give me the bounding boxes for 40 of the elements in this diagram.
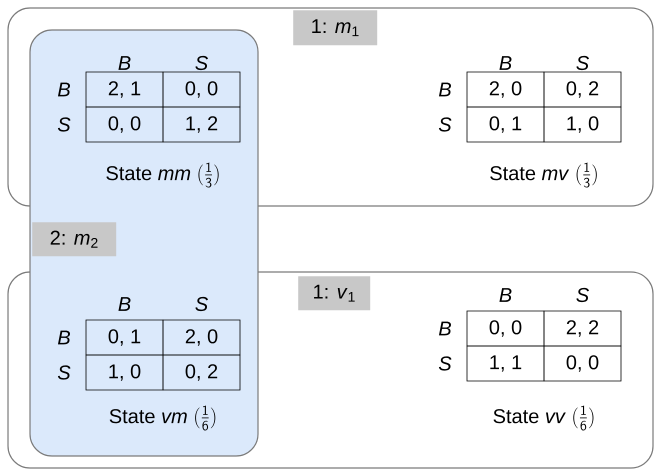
row-header: B	[58, 82, 70, 96]
state-caption: $\mbox{State \textit{vv} }(\tfrac{\mathsf{1}}{\mathsf{6}})$	[494, 405, 594, 431]
column-header: B	[499, 56, 512, 70]
column-header: B	[118, 297, 130, 311]
column-header: B	[499, 288, 512, 302]
column-header: S	[576, 56, 589, 70]
player-two-box	[29, 29, 259, 457]
row-header: S	[438, 356, 452, 371]
table-cell: 2, 2	[544, 310, 622, 346]
column-header: S	[195, 56, 208, 70]
table-cell: 0, 0	[466, 310, 544, 346]
table-cell: 1, 0	[86, 354, 164, 390]
table-cell: 1, 0	[544, 106, 622, 142]
heading-label: 1: v$_{1}$	[298, 276, 370, 310]
row-header: B	[58, 330, 70, 344]
row-header: S	[438, 117, 452, 132]
heading-label: 1: m$_{1}$	[293, 10, 378, 46]
table-cell: 0, 1	[466, 106, 544, 142]
row-header: B	[438, 82, 451, 96]
table-cell: 0, 2	[544, 72, 622, 108]
row-header: S	[58, 117, 70, 132]
state-caption: $\mbox{State \textit{vm} }(\tfrac{\mathsf{1}}{\mathsf{6}})$	[110, 405, 216, 431]
column-header: S	[576, 288, 589, 302]
row-header: S	[58, 365, 70, 380]
state-caption: $\mbox{State \textit{mv} }(\tfrac{\mathsf{1}}{\mathsf{3}})$	[490, 162, 597, 188]
table-cell: 0, 1	[86, 320, 164, 356]
table-cell: 1, 2	[162, 106, 240, 142]
table-cell: 2, 0	[466, 72, 544, 108]
column-header: S	[195, 296, 208, 312]
table-cell: 0, 0	[86, 106, 164, 142]
table-cell: 0, 0	[162, 72, 240, 108]
heading-label: 2: m$_{2}$	[32, 222, 116, 256]
state-caption: $\mbox{State \textit{mm} }(\tfrac{\mathsf{1}}{\mathsf{3}})$	[106, 162, 219, 188]
table-cell: 2, 1	[86, 72, 164, 108]
row-header: B	[438, 322, 451, 336]
table-cell: 2, 0	[162, 320, 240, 356]
table-cell: 0, 2	[162, 354, 240, 390]
table-cell: 1, 1	[466, 346, 544, 382]
column-header: B	[118, 56, 130, 70]
table-cell: 0, 0	[544, 346, 622, 382]
